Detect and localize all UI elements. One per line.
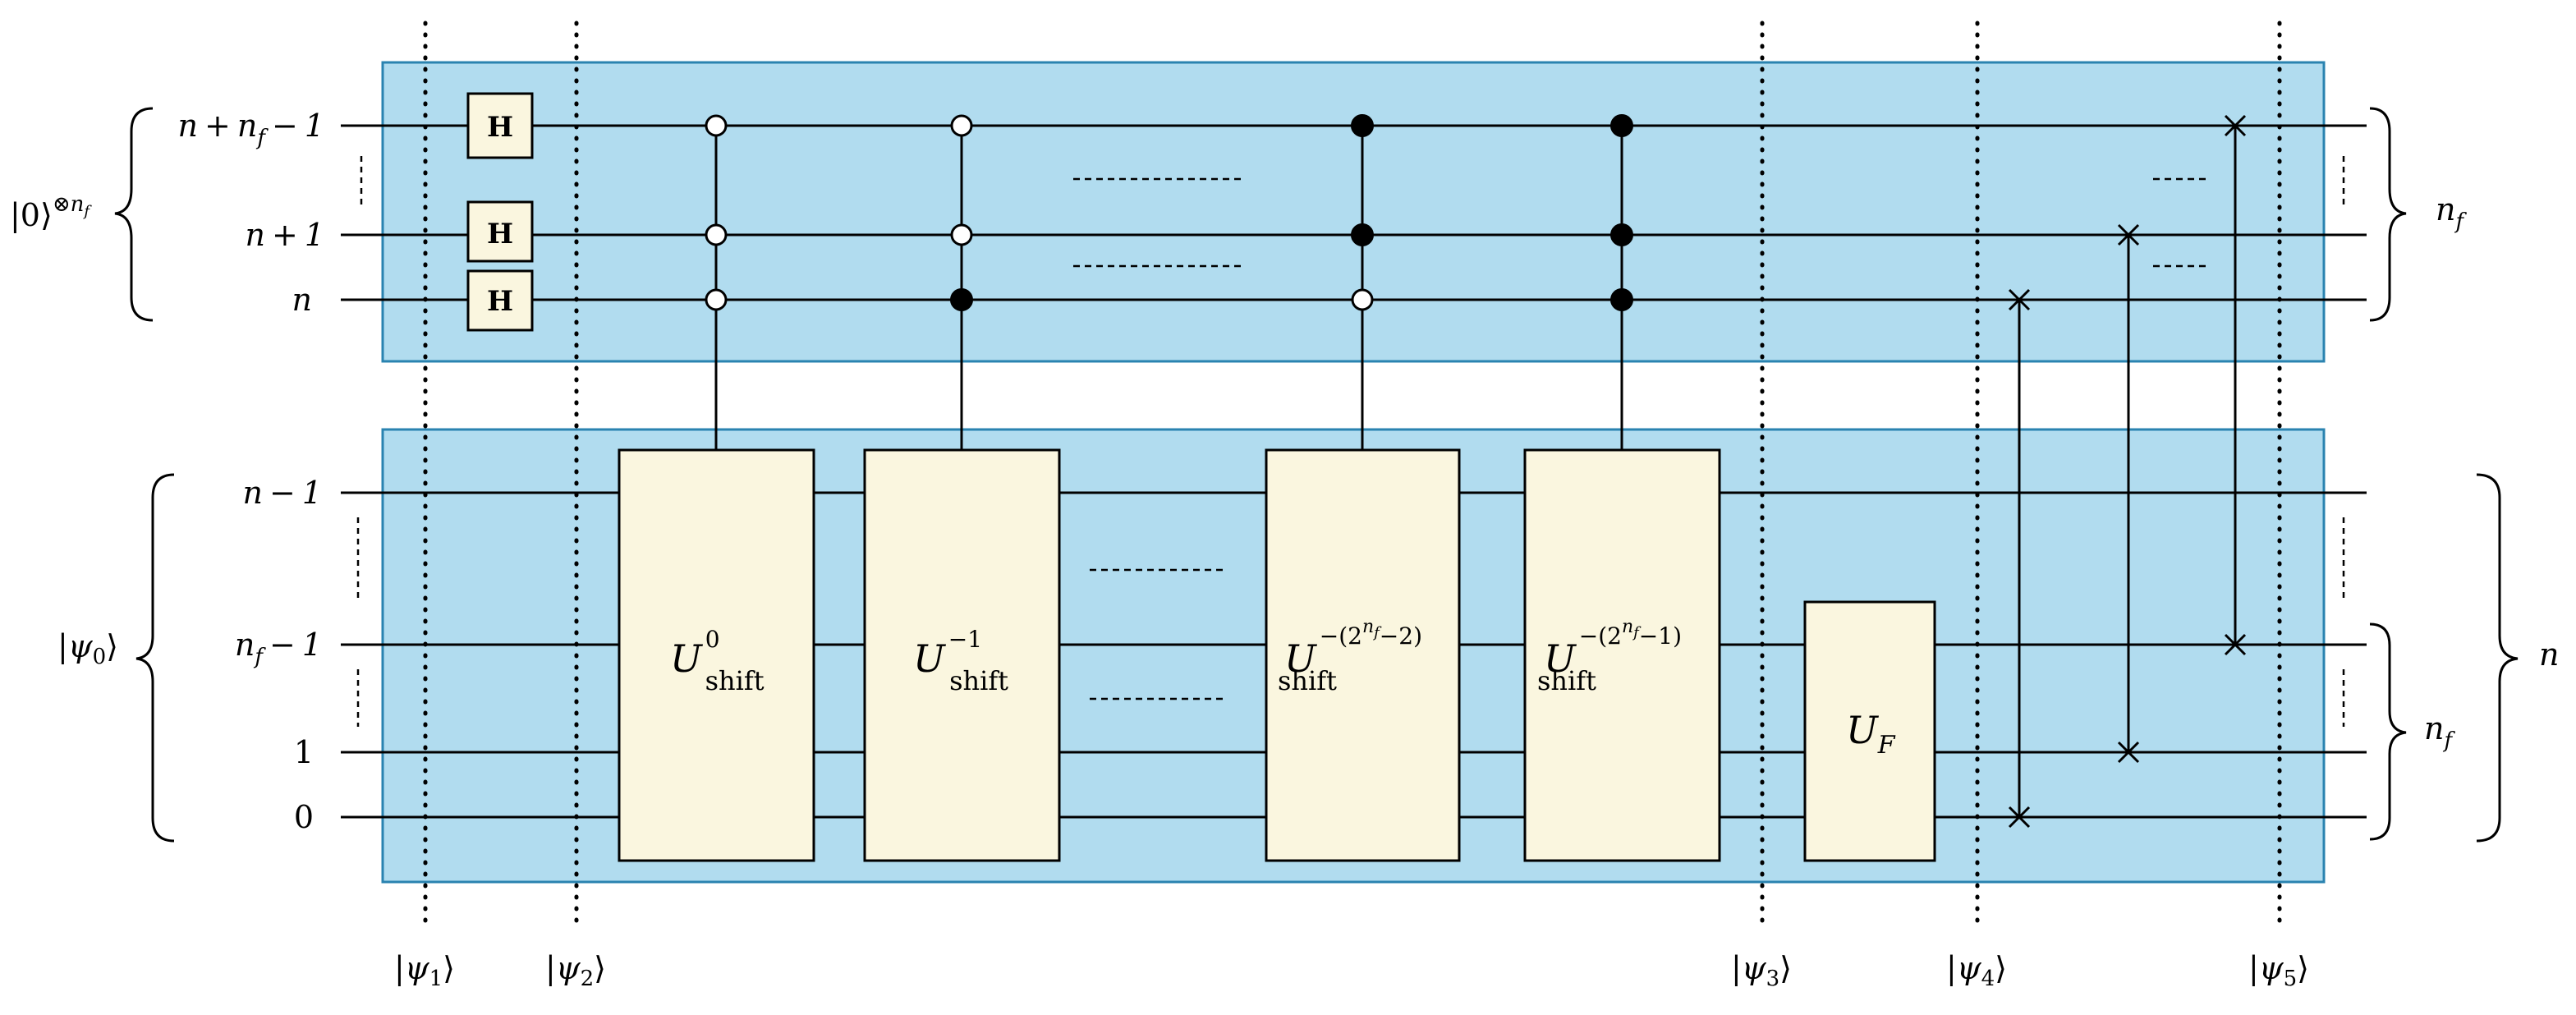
open-control-dot [950,114,973,137]
ancilla-register-box [381,61,2326,363]
u-shift-2nf-1-label: U−(2nf−1)shift [1537,617,1682,696]
open-control-dot [705,288,728,311]
filled-control-dot [1610,288,1633,311]
qubit-label-n-minus-1: n−1 [242,475,322,511]
qubit-label-n: n [292,282,312,318]
filled-control-dot [1610,114,1633,137]
state-label-psi2: |ψ2⟩ [545,950,606,991]
h-gate-box [466,269,534,332]
hadamard-gates: H H H [466,92,534,332]
swap-lines [2018,126,2237,817]
right-label-n: n [2539,636,2559,673]
state-label-psi4: |ψ4⟩ [1946,950,2007,991]
time-slice-lines [423,21,2282,929]
right-brace-ancilla [2369,107,2407,322]
ancilla-state-label: |0⟩⊗nf [10,192,92,233]
swap-cross-icon [2224,633,2247,656]
state-label-psi1: |ψ1⟩ [394,950,455,991]
qubit-label-1: 1 [294,734,314,770]
u-shift-2nf-1-box [1523,448,1721,862]
control-lines [714,126,1623,450]
filled-control-dot [950,288,973,311]
h-gate-label: H [487,285,513,318]
qubit-label-n-nf-1: n+nf−1 [178,108,324,150]
open-controls [705,114,1374,311]
right-brace-data-n [2476,473,2519,843]
right-label-nf-bottom: nf [2424,710,2455,753]
qubit-label-nf-minus-1: nf−1 [235,627,322,669]
right-label-nf-top: nf [2436,191,2467,234]
h-gate-box [466,92,534,159]
u-f-label: UF [1846,708,1896,760]
horizontal-ellipsis-marks [1073,177,2211,700]
open-control-dot [705,223,728,246]
state-labels: |ψ1⟩ |ψ2⟩ |ψ3⟩ |ψ4⟩ |ψ5⟩ [394,950,2309,991]
swap-cross-icon [2224,114,2247,137]
swap-crosses [2008,114,2247,829]
swap-cross-icon [2117,223,2140,246]
u-shift-2nf-2-box [1265,448,1461,862]
swap-cross-icon [2008,806,2031,829]
h-gate-label: H [487,111,513,144]
filled-controls [950,114,1633,311]
filled-control-dot [1351,223,1374,246]
qubit-label-0: 0 [294,799,314,835]
filled-control-dot [1351,114,1374,137]
open-control-dot [705,114,728,137]
u-shift-2nf-2-label: U−(2nf−2)shift [1278,617,1422,696]
open-control-dot [1351,288,1374,311]
u-shift-0-box [618,448,815,862]
open-control-dot [950,223,973,246]
u-f-box [1803,600,1936,862]
qubit-label-n-plus-1: n+1 [245,217,324,253]
shift-gates [618,448,1936,862]
h-gate-box [466,200,534,263]
swap-cross-icon [2008,288,2031,311]
right-brace-data-nf [2369,622,2407,841]
left-brace-ancilla [114,107,154,322]
filled-control-dot [1610,223,1633,246]
swap-cross-icon [2117,741,2140,764]
vertical-ellipsis-marks [356,156,2345,727]
state-label-psi5: |ψ5⟩ [2248,950,2309,991]
data-state-label: |ψ0⟩ [57,628,118,669]
left-brace-data [135,473,175,843]
u-shift-1-box [863,448,1061,862]
state-label-psi3: |ψ3⟩ [1731,950,1792,991]
h-gate-label: H [487,218,513,250]
